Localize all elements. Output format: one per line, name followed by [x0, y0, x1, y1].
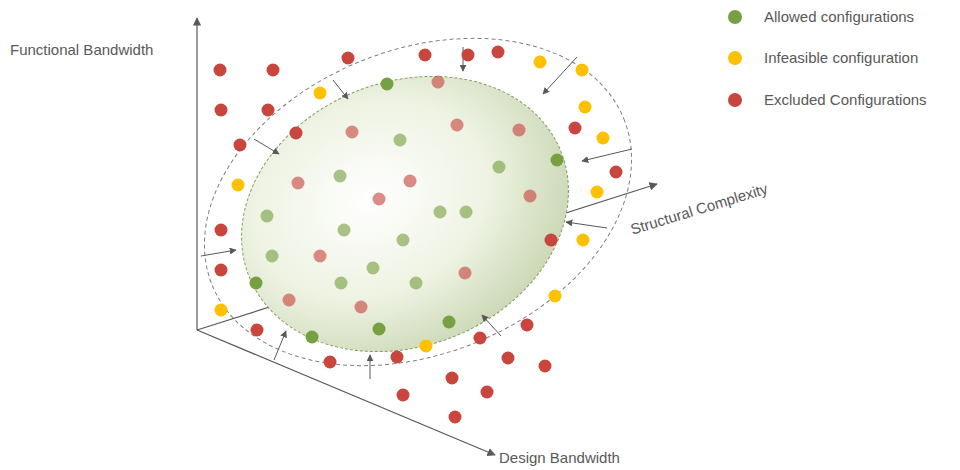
- configuration-dot: [459, 267, 472, 280]
- configuration-dot: [397, 234, 410, 247]
- configuration-dot: [513, 124, 526, 137]
- configuration-dot: [397, 389, 410, 402]
- configuration-dot: [261, 210, 274, 223]
- constraint-arrows: [201, 47, 632, 379]
- configuration-dot: [381, 78, 394, 91]
- configuration-dots: [214, 46, 623, 424]
- configuration-dot: [342, 52, 355, 65]
- constraint-arrow: [543, 57, 577, 94]
- configuration-dot: [539, 360, 552, 373]
- configuration-dot: [394, 134, 407, 147]
- configuration-dot: [232, 179, 245, 192]
- configuration-dot: [266, 250, 279, 263]
- configuration-dot: [215, 264, 228, 277]
- configuration-dot: [462, 49, 475, 62]
- configuration-dot: [545, 234, 558, 247]
- configuration-dot: [410, 277, 423, 290]
- configuration-dot: [502, 352, 515, 365]
- configuration-dot: [549, 290, 562, 303]
- configuration-dot: [355, 301, 368, 314]
- constraint-arrow: [582, 149, 632, 161]
- configuration-dot: [373, 193, 386, 206]
- configuration-dot: [367, 262, 380, 275]
- configuration-dot: [314, 250, 327, 263]
- configuration-dot: [460, 206, 473, 219]
- configuration-dot: [434, 206, 447, 219]
- configuration-dot: [314, 87, 327, 100]
- legend-text: Excluded Configurations: [764, 91, 927, 109]
- constraint-arrow: [274, 331, 286, 360]
- configuration-dot: [597, 132, 610, 145]
- constraint-arrow: [201, 250, 236, 256]
- axes: [197, 18, 657, 455]
- configuration-dot: [449, 411, 462, 424]
- configuration-dot: [234, 139, 247, 152]
- configuration-dot: [335, 277, 348, 290]
- configuration-dot: [262, 104, 275, 117]
- configuration-dot: [579, 101, 592, 114]
- configuration-dot: [324, 356, 337, 369]
- constraint-arrow: [254, 139, 279, 154]
- configuration-dot: [338, 224, 351, 237]
- legend-text: Infeasible configuration: [764, 49, 918, 67]
- legend-swatches: [728, 10, 742, 107]
- configuration-dot: [267, 64, 280, 77]
- axis-line: [196, 18, 197, 330]
- configuration-dot: [524, 190, 537, 203]
- legend-swatch: [728, 10, 742, 24]
- configuration-dot: [493, 161, 506, 174]
- configuration-dot: [521, 319, 534, 332]
- configuration-dot: [451, 119, 464, 132]
- configuration-dot: [290, 127, 303, 140]
- constraint-arrow: [333, 80, 348, 99]
- axis-label: Structural Complexity: [628, 180, 770, 239]
- configuration-dot: [591, 186, 604, 199]
- configuration-dot: [432, 76, 445, 89]
- configuration-dot: [251, 324, 264, 337]
- configuration-dot: [373, 323, 386, 336]
- legend-swatch: [728, 93, 742, 107]
- configuration-dot: [551, 154, 564, 167]
- constraint-arrow: [482, 315, 501, 336]
- configuration-dot: [404, 175, 417, 188]
- configuration-dot: [306, 331, 319, 344]
- configuration-dot: [569, 122, 582, 135]
- configuration-dot: [292, 177, 305, 190]
- outer-boundary: [155, 0, 681, 426]
- configuration-dot: [492, 46, 505, 59]
- axis-label: Functional Bandwidth: [10, 41, 153, 59]
- configuration-dot: [250, 277, 263, 290]
- configuration-dot: [215, 224, 228, 237]
- legend-text: Allowed configurations: [764, 8, 914, 26]
- configuration-dot: [576, 64, 589, 77]
- configuration-dot: [334, 170, 347, 183]
- configuration-dot: [474, 332, 487, 345]
- allowed-region: [200, 29, 610, 400]
- configuration-dot: [346, 126, 359, 139]
- configuration-dot: [610, 166, 623, 179]
- configuration-dot: [577, 234, 590, 247]
- configuration-dot: [419, 49, 432, 62]
- configuration-dot: [215, 104, 228, 117]
- configuration-dot: [214, 64, 227, 77]
- legend-swatch: [728, 51, 742, 65]
- configuration-dot: [481, 386, 494, 399]
- configuration-dot: [443, 316, 456, 329]
- axis-label: Design Bandwidth: [499, 449, 620, 467]
- configuration-dot: [215, 304, 228, 317]
- constraint-arrow: [370, 355, 371, 379]
- configuration-dot: [283, 294, 296, 307]
- configuration-dot: [446, 372, 459, 385]
- configuration-dot: [420, 340, 433, 353]
- constraint-arrow: [566, 222, 607, 228]
- configuration-dot: [534, 56, 547, 69]
- configuration-dot: [391, 351, 404, 364]
